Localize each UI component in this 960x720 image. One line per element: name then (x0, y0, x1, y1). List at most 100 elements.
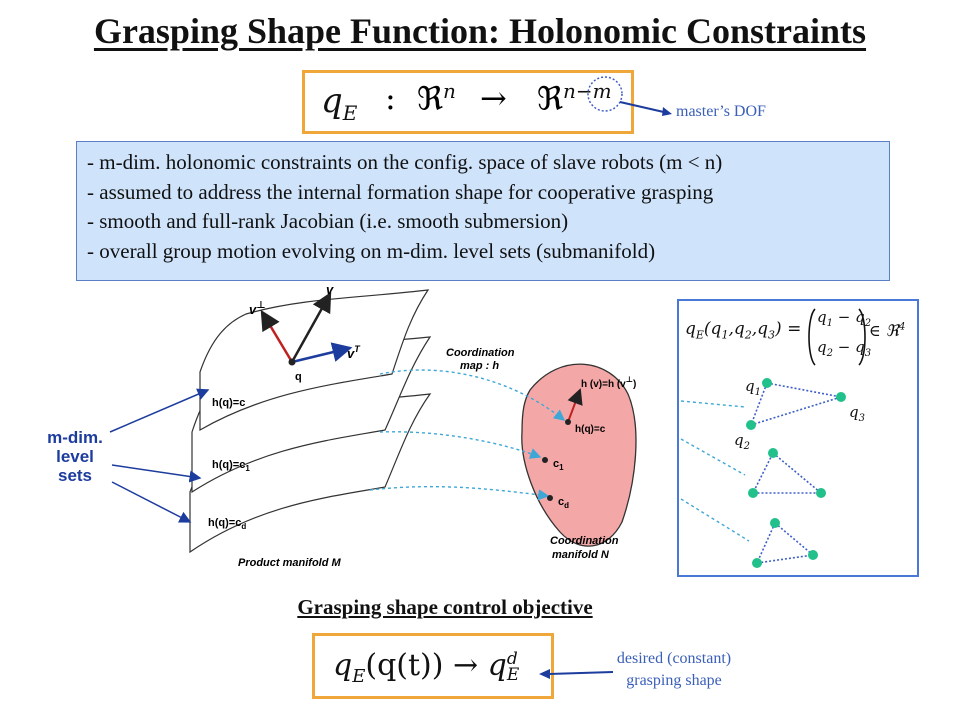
incoming-arrow-2 (680, 438, 746, 476)
robot-2b (816, 488, 826, 498)
mr2-sub1: 2 (826, 348, 833, 359)
eq1-q: q (321, 81, 343, 121)
eq1-arrow: → (480, 79, 507, 117)
formation-panel: qE(q1,q2,q3) = q1 − q2 q2 − q3 ∈ ℜ4 (677, 299, 919, 577)
robot-2c (748, 488, 758, 498)
level-set-arrow-d (111, 481, 192, 523)
eq1-colon: : (385, 79, 396, 117)
q1-sub: 1 (754, 387, 761, 398)
matrix-row-2: q2 − q3 (817, 338, 871, 359)
bullet-2: - assumed to address the internal format… (87, 179, 714, 204)
masters-dof-pointer (587, 76, 672, 116)
eq2-rhs-sub: E (506, 665, 520, 685)
mr2-sub2: 3 (864, 348, 872, 359)
masters-dof-arrowhead (662, 107, 672, 116)
desired-note-line-1: desired (constant) (616, 650, 732, 667)
h-star-vector (567, 388, 583, 423)
fe-arg-sub-3: 3 (768, 328, 776, 342)
q3-sub: 3 (858, 413, 865, 424)
eq1-domain-symbol: ℜ (417, 79, 444, 118)
v-perp-label: v⊥ (249, 300, 265, 317)
m-highlight-circle (587, 76, 623, 112)
robot-2a (768, 448, 778, 458)
level-sets-label-line-1: m-dim. (47, 428, 103, 447)
matrix-brackets (808, 308, 866, 366)
desired-note-line-2: grasping shape (626, 672, 722, 689)
desired-pointer (539, 669, 614, 679)
fe-args: (q (703, 319, 722, 339)
eq2-rhs-sup: d (506, 649, 518, 669)
level-set-arrow-0 (109, 388, 210, 433)
blob-label-hq: h(q)=c (575, 424, 606, 435)
fe-rhs: ∈ ℜ (869, 321, 899, 340)
robot-label-q2: q2 (734, 431, 750, 452)
q2-sub: 2 (743, 441, 750, 452)
mr1-sub2: 2 (864, 318, 872, 329)
robot-1a (762, 378, 772, 388)
level-set-arrow-1 (111, 464, 202, 483)
point-q (288, 358, 296, 366)
surface-0 (199, 289, 430, 432)
mr2-q2: q (817, 338, 827, 356)
blob-label-hstar: h (v)=h (v⊥) (581, 375, 636, 390)
robot-1c (746, 420, 756, 430)
matrix-row-1: q1 − q2 (817, 308, 871, 329)
q-label: q (295, 371, 302, 383)
incoming-arrow-3 (680, 498, 750, 542)
eq1-domain: ℜn (417, 79, 456, 118)
holonomic-constraint-equation: qE : ℜn → ℜn−m (302, 70, 634, 134)
formation-2 (751, 451, 824, 494)
formation-rhs: ∈ ℜ4 (869, 321, 905, 340)
surface-label-1: h(q)=c1 (212, 459, 250, 473)
v-top-label: vT (347, 344, 361, 361)
mr1-sub1: 1 (826, 318, 833, 329)
formation-equation: qE(q1,q2,q3) = (685, 319, 802, 342)
coordination-manifold-label-2: manifold N (552, 549, 610, 561)
desired-arrowhead (539, 669, 550, 679)
mr2-q3: − q (832, 338, 865, 356)
map-arrow-0 (379, 369, 566, 421)
q3-text: q (849, 403, 859, 421)
blob-point-c1 (542, 457, 548, 463)
eq1-codomain-symbol: ℜ (537, 79, 564, 118)
desired-arrow-line (548, 671, 614, 675)
eq2-arrow: → (452, 648, 479, 683)
blob-point-c (565, 419, 571, 425)
incoming-arrow-1 (680, 400, 746, 408)
eq1-codomain: ℜn−m (537, 79, 612, 118)
mr1-q2: − q (832, 308, 865, 326)
masters-dof-arrow-line (619, 101, 669, 114)
level-sets-diagram: v⊥ v vT q h(q)=c h(q)=c1 h(q)=cd Product… (109, 282, 637, 569)
bullet-1: - m-dim. holonomic constraints on the co… (87, 150, 723, 174)
blob-label-c1: c1 (553, 458, 564, 472)
v-label: v (326, 282, 334, 297)
q1-text: q (745, 377, 755, 395)
coordination-map-label-2: map : h (460, 360, 499, 372)
robot-3a (770, 518, 780, 528)
eq2-q: q (333, 648, 353, 683)
fe-q-sub: E (695, 328, 704, 342)
robot-3c (752, 558, 762, 568)
mr1-q1: q (817, 308, 827, 326)
constraints-bullet-box: - m-dim. holonomic constraints on the co… (76, 141, 890, 281)
eq1-codomain-sup: n−m (563, 79, 612, 103)
level-sets-label: m-dim. level sets (40, 428, 110, 485)
masters-dof-note: master’s DOF (676, 103, 766, 120)
formation-3 (755, 521, 815, 564)
robot-label-q3: q3 (849, 403, 865, 424)
robot-3b (808, 550, 818, 560)
eq1-lhs: qE (321, 81, 357, 125)
surface-label-0: h(q)=c (212, 397, 245, 409)
eq1-q-sub: E (342, 100, 358, 125)
eq1-domain-sup: n (443, 79, 456, 103)
level-sets-label-line-2: level (56, 447, 94, 466)
coordination-manifold-label-1: Coordination (550, 535, 619, 547)
blob-label-cd: cd (558, 496, 569, 510)
coordination-map-label-1: Coordination (446, 347, 515, 359)
robot-label-q1: q1 (745, 377, 761, 398)
bullet-3: - smooth and full-rank Jacobian (i.e. sm… (87, 209, 569, 233)
map-arrow-1 (379, 431, 542, 459)
fe-arg-sub-2: 2 (744, 328, 752, 342)
